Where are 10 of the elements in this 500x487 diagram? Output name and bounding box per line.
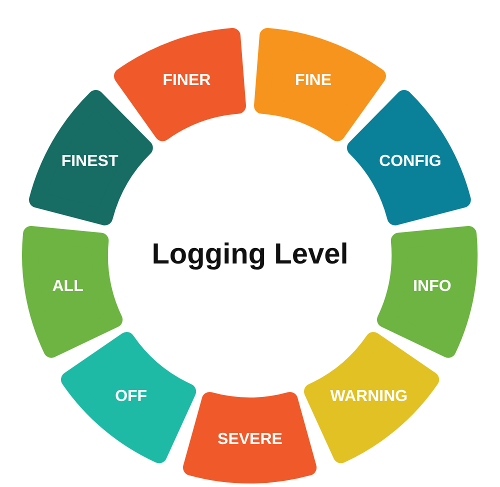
level-label: CONFIG [379, 153, 442, 172]
level-label: FINER [162, 72, 211, 90]
level-label: ALL [52, 278, 84, 296]
center-title: Logging Level [152, 238, 348, 272]
level-label: FINE [295, 72, 332, 90]
level-label: SEVERE [218, 430, 282, 449]
level-label: INFO [413, 278, 452, 296]
level-label: FINEST [61, 153, 118, 172]
level-label: WARNING [330, 388, 408, 406]
level-label: OFF [115, 388, 148, 406]
